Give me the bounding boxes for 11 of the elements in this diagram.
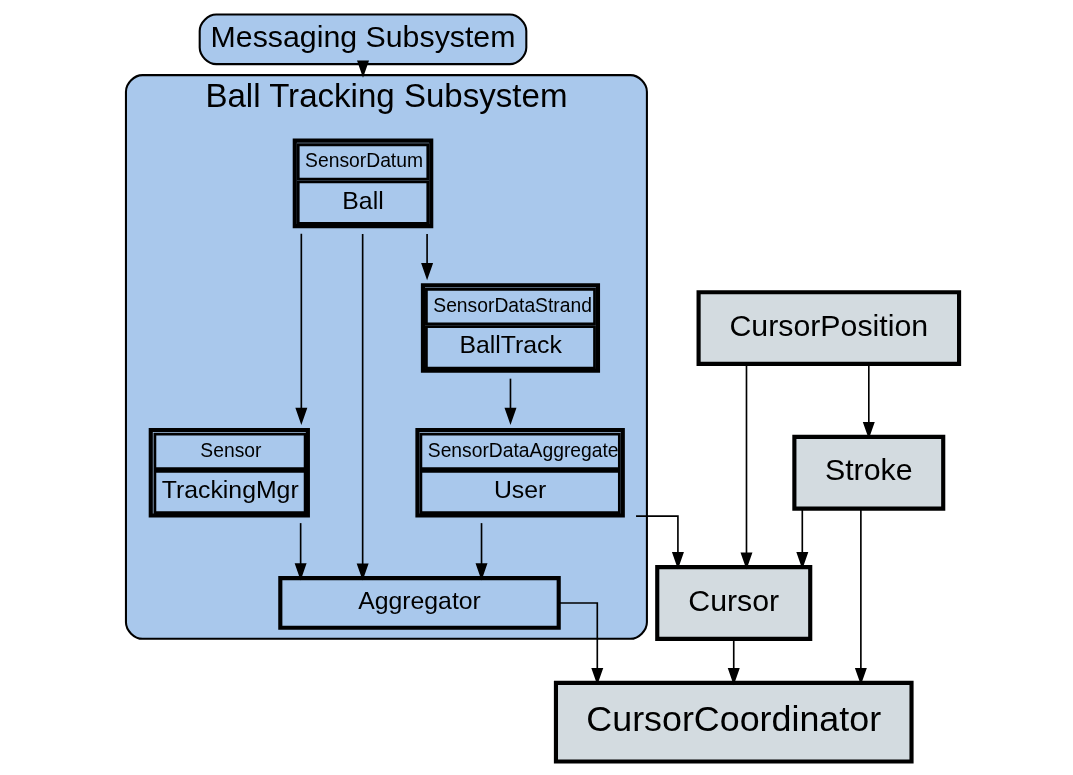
arrow	[294, 232, 307, 425]
arrow	[294, 521, 307, 580]
node-box: CursorPosition	[696, 289, 961, 366]
node-box: Cursor	[654, 564, 812, 641]
arrow	[475, 521, 487, 580]
node-box: CursorCoordinator	[553, 680, 914, 764]
arrow	[356, 232, 369, 580]
arrow	[504, 377, 516, 425]
node-box: Stroke	[791, 434, 945, 511]
arrow	[420, 232, 433, 280]
node-box: Aggregator	[277, 575, 561, 630]
